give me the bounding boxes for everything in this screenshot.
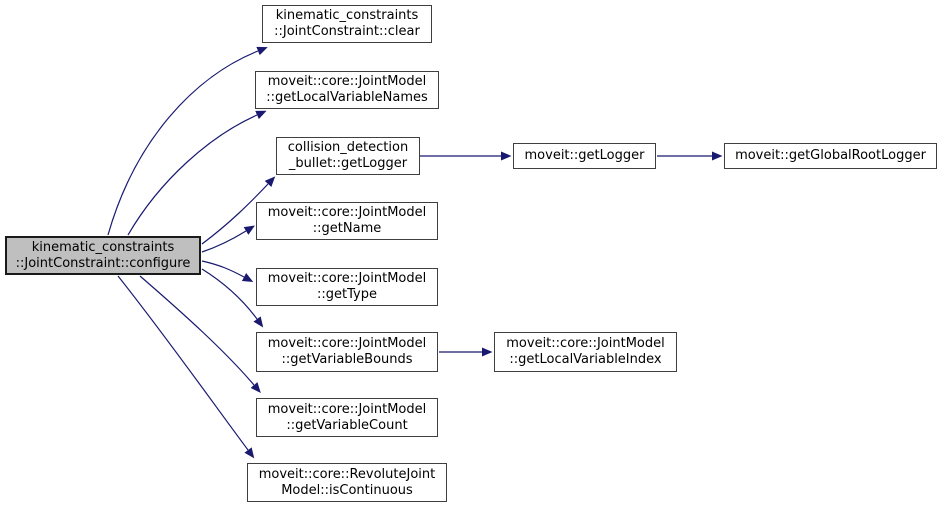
node-gettype[interactable]: moveit::core::JointModel ::getType <box>256 268 438 306</box>
edge-configure-getname <box>201 225 255 253</box>
node-label-line: moveit::core::JointModel <box>267 271 427 286</box>
edge-configure-getvariablecount <box>139 275 261 393</box>
node-label-line: ::getName <box>312 221 382 236</box>
node-getlocalvariableindex[interactable]: moveit::core::JointModel ::getLocalVaria… <box>494 332 677 372</box>
node-revolutejointmodel-iscontinuous[interactable]: moveit::core::RevoluteJoint Model::isCon… <box>247 463 447 502</box>
node-label-line: moveit::core::JointModel <box>267 401 427 417</box>
node-getlocalvariablenames[interactable]: moveit::core::JointModel ::getLocalVaria… <box>255 71 439 109</box>
node-label-line: moveit::core::JointModel <box>267 74 427 89</box>
node-label-line: moveit::core::JointModel <box>267 336 427 351</box>
node-label-line: moveit::core::JointModel <box>267 205 427 220</box>
node-getname[interactable]: moveit::core::JointModel ::getName <box>256 202 438 240</box>
node-label-line: moveit::core::RevoluteJoint <box>258 466 436 482</box>
node-label-line: ::JointConstraint::configure <box>15 255 191 271</box>
node-label-line: ::getType <box>317 287 377 302</box>
node-moveit-getglobalrootlogger[interactable]: moveit::getGlobalRootLogger <box>724 143 937 169</box>
edge-configure-iscontinuous <box>117 275 255 459</box>
node-jointconstraint-clear[interactable]: kinematic_constraints ::JointConstraint:… <box>262 5 432 43</box>
node-label-line: kinematic_constraints <box>275 8 419 23</box>
node-label-line: ::getLocalVariableIndex <box>509 352 662 367</box>
edge-configure-getvariablebounds <box>201 268 264 328</box>
node-label-line: kinematic_constraints <box>31 239 175 255</box>
node-label-line: moveit::getLogger <box>524 148 645 163</box>
node-label-line: ::getVariableBounds <box>281 352 413 367</box>
node-collision-detection-bullet-getlogger[interactable]: collision_detection _bullet::getLogger <box>276 137 420 175</box>
node-getvariablecount[interactable]: moveit::core::JointModel ::getVariableCo… <box>256 398 438 437</box>
node-label-line: ::getLocalVariableNames <box>266 90 428 105</box>
node-label-line: ::getVariableCount <box>286 417 408 433</box>
node-label-line: moveit::core::JointModel <box>506 336 665 351</box>
edge-configure-getlocalvariablenames <box>127 110 267 236</box>
node-getvariablebounds[interactable]: moveit::core::JointModel ::getVariableBo… <box>256 332 438 372</box>
edge-configure-gettype <box>201 260 254 282</box>
node-label-line: _bullet::getLogger <box>288 156 408 171</box>
node-label-line: collision_detection <box>287 140 409 155</box>
edge-configure-clear <box>107 46 268 236</box>
node-moveit-getlogger[interactable]: moveit::getLogger <box>513 143 656 169</box>
node-label-line: ::JointConstraint::clear <box>274 24 420 39</box>
node-label-line: Model::isContinuous <box>281 482 413 498</box>
node-label-line: moveit::getGlobalRootLogger <box>735 148 926 163</box>
node-jointconstraint-configure: kinematic_constraints ::JointConstraint:… <box>5 236 201 275</box>
